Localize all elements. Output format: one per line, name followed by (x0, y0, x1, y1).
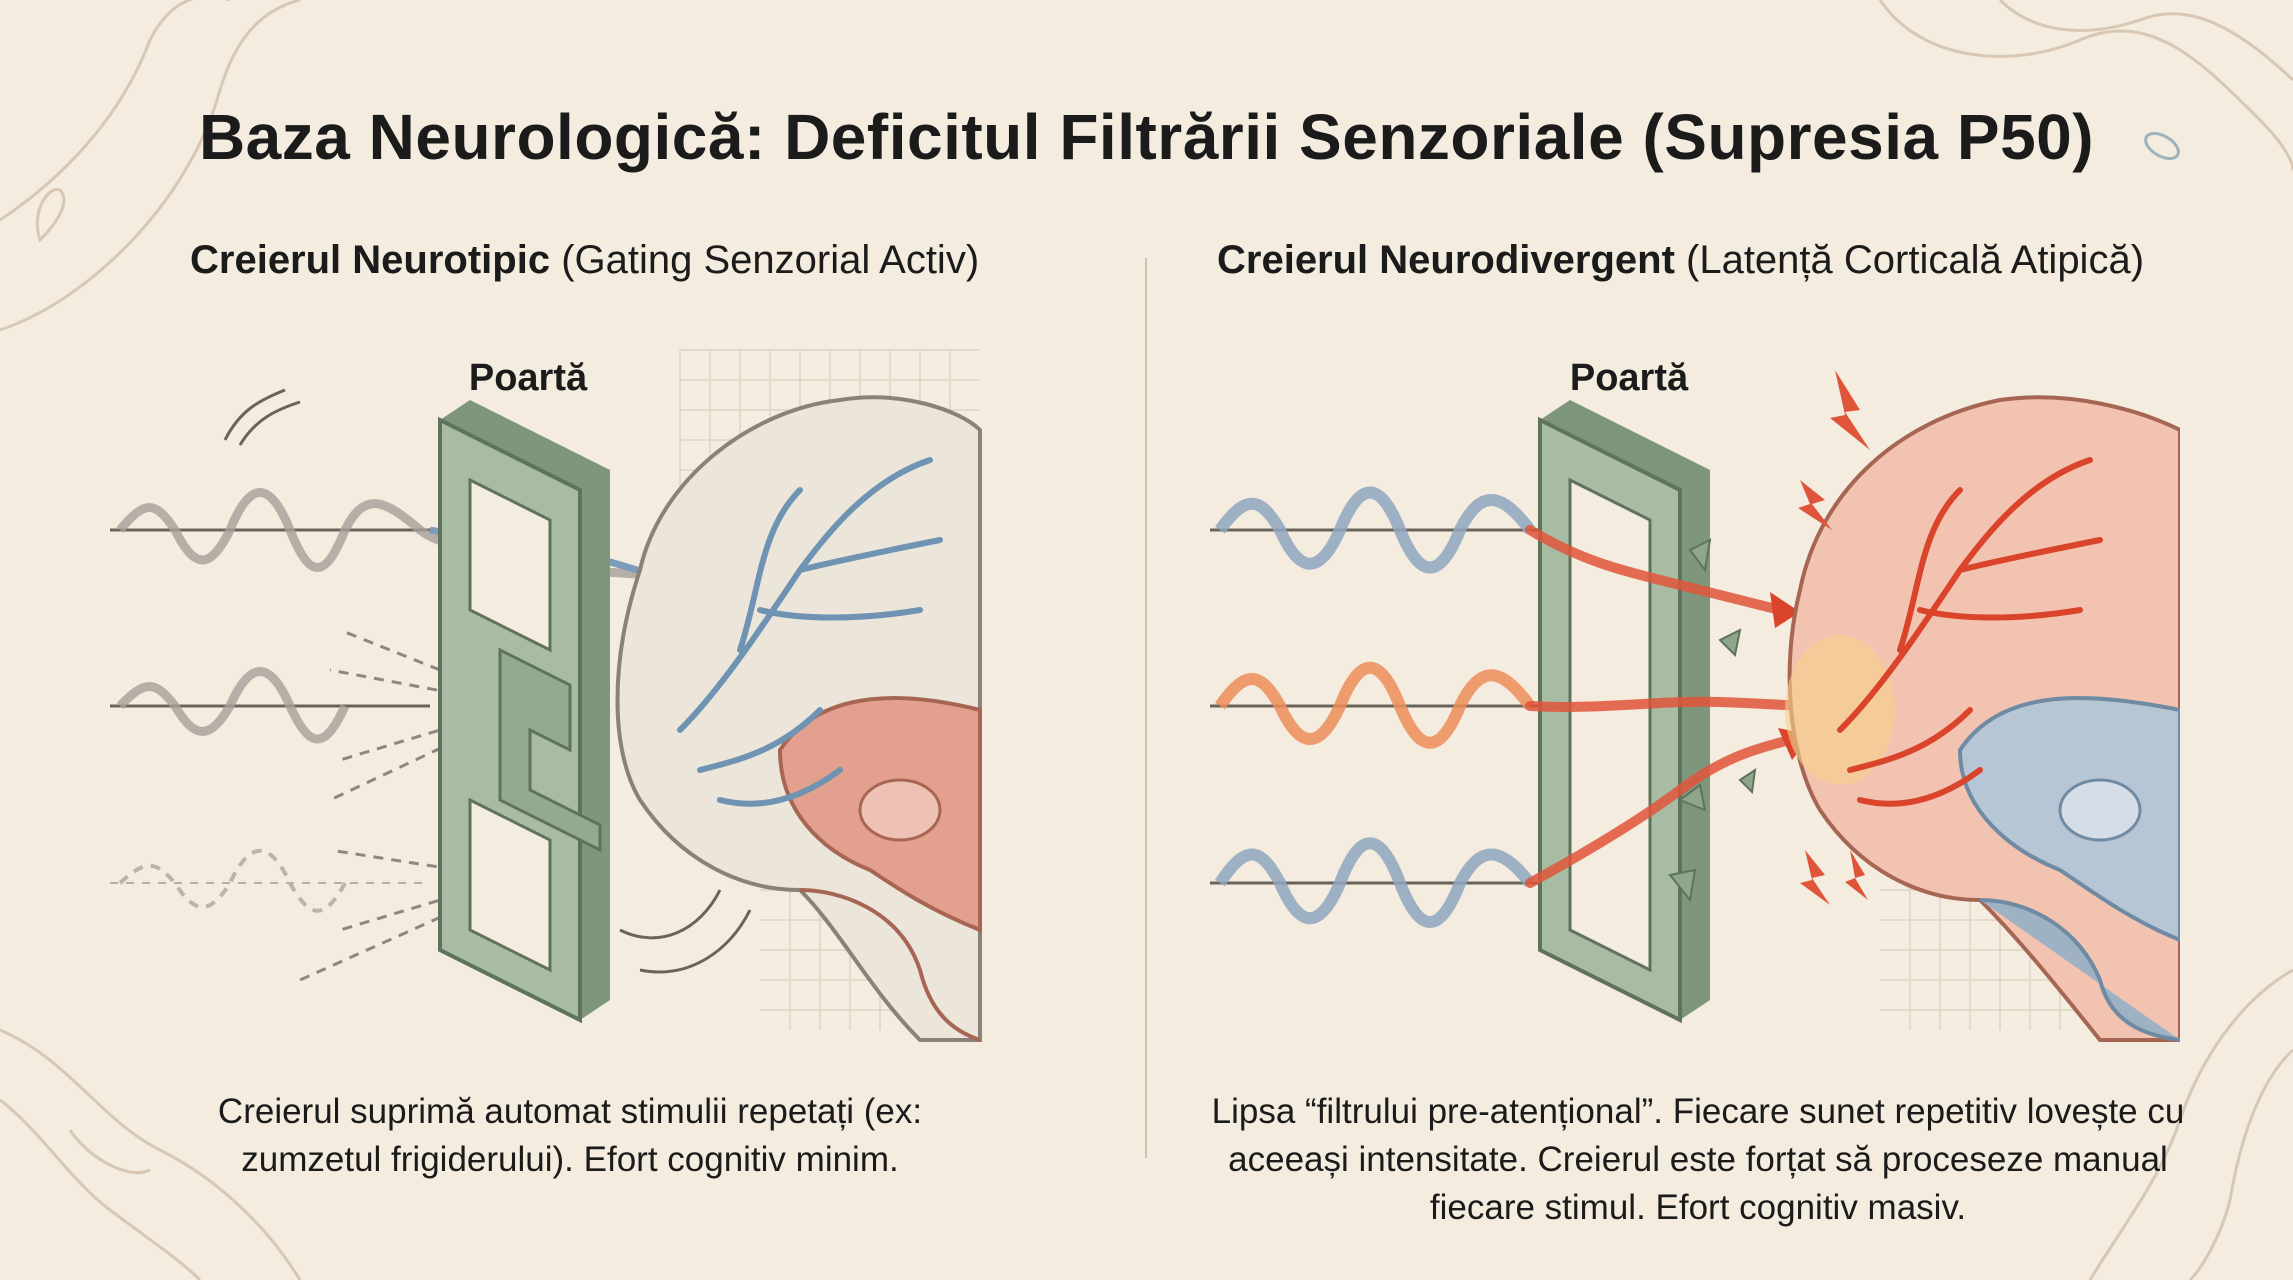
panel-divider (1145, 258, 1147, 1158)
neurodivergent-caption: Lipsa “filtrului pre-atențional”. Fiecar… (1211, 1092, 2185, 1227)
sound-wave-icon (1210, 486, 1540, 928)
neurotypical-caption: Creierul suprimă automat stimulii repeta… (217, 1092, 923, 1179)
neurodivergent-heading-bold: Creierul Neurodivergent (1217, 238, 1675, 282)
neurodivergent-illustration (1210, 370, 2180, 1042)
neurotypical-heading: Creierul Neurotipic (Gating Senzorial Ac… (190, 238, 979, 283)
neurotypical-illustration (110, 349, 982, 1042)
neurotypical-heading-bold: Creierul Neurotipic (190, 238, 551, 282)
brain-icon (615, 395, 982, 1042)
gate-icon (438, 400, 610, 1024)
neurodivergent-heading-rest: (Latență Corticală Atipică) (1674, 238, 2145, 282)
gate-label-right: Poartă (1569, 357, 1689, 399)
brain-icon (1785, 395, 2180, 1042)
swirl-icon (2144, 132, 2180, 160)
page-title: Baza Neurologică: Deficitul Filtrării Se… (198, 101, 2095, 173)
neurodivergent-heading: Creierul Neurodivergent (Latență Cortica… (1217, 238, 2144, 283)
gate-label-left: Poartă (468, 357, 588, 399)
neurotypical-heading-rest: (Gating Senzorial Activ) (550, 238, 980, 282)
stimulus-arrows (1525, 525, 1805, 888)
crack-icon (1668, 538, 1757, 903)
lightning-icon (1798, 370, 1870, 905)
